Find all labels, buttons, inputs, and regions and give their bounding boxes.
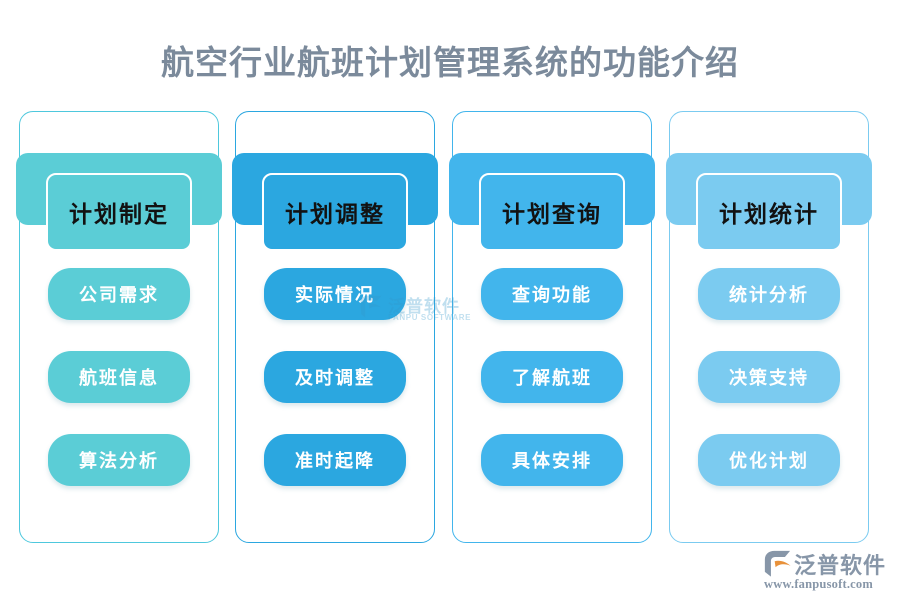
feature-pill-label: 统计分析 (729, 285, 809, 306)
feature-pill[interactable]: 准时起降 (264, 434, 406, 486)
column-header-chip[interactable]: 计划查询 (479, 173, 625, 251)
column-card-frame (235, 111, 435, 543)
feature-columns: 计划制定公司需求航班信息算法分析计划调整实际情况及时调整准时起降计划查询查询功能… (0, 111, 900, 545)
feature-column: 计划统计统计分析决策支持优化计划 (666, 111, 872, 543)
feature-pill-label: 具体安排 (512, 451, 592, 472)
feature-pill-label: 及时调整 (295, 368, 375, 389)
feature-pill[interactable]: 了解航班 (481, 351, 623, 403)
column-card-frame (669, 111, 869, 543)
feature-pill[interactable]: 公司需求 (48, 268, 190, 320)
feature-pill-label: 了解航班 (512, 368, 592, 389)
feature-pill-label: 算法分析 (79, 451, 159, 472)
company-logo: 泛普软件 www.fanpusoft.com (762, 548, 894, 594)
feature-pill[interactable]: 具体安排 (481, 434, 623, 486)
column-header-label: 计划查询 (502, 202, 602, 228)
feature-pill-label: 准时起降 (295, 451, 375, 472)
feature-pill-label: 决策支持 (729, 368, 809, 389)
feature-column: 计划调整实际情况及时调整准时起降 (232, 111, 438, 543)
feature-pill-label: 查询功能 (512, 285, 592, 306)
feature-pill[interactable]: 查询功能 (481, 268, 623, 320)
feature-pill[interactable]: 航班信息 (48, 351, 190, 403)
column-header-chip[interactable]: 计划统计 (696, 173, 842, 251)
fanpu-logo-icon (764, 550, 791, 577)
feature-pill[interactable]: 优化计划 (698, 434, 840, 486)
feature-pill-label: 公司需求 (79, 285, 159, 306)
feature-pill-label: 实际情况 (295, 285, 375, 306)
feature-pill[interactable]: 决策支持 (698, 351, 840, 403)
column-header-label: 计划调整 (285, 202, 385, 228)
column-header-chip[interactable]: 计划制定 (46, 173, 192, 251)
feature-pill[interactable]: 算法分析 (48, 434, 190, 486)
feature-pill[interactable]: 实际情况 (264, 268, 406, 320)
feature-column: 计划制定公司需求航班信息算法分析 (16, 111, 222, 543)
column-card-frame (452, 111, 652, 543)
page-title: 航空行业航班计划管理系统的功能介绍 (161, 43, 739, 82)
feature-pill[interactable]: 统计分析 (698, 268, 840, 320)
feature-pill[interactable]: 及时调整 (264, 351, 406, 403)
column-header-label: 计划统计 (719, 202, 819, 228)
feature-pill-label: 优化计划 (729, 451, 809, 472)
column-card-frame (19, 111, 219, 543)
column-header-chip[interactable]: 计划调整 (262, 173, 408, 251)
feature-column: 计划查询查询功能了解航班具体安排 (449, 111, 655, 543)
logo-url: www.fanpusoft.com (764, 577, 873, 591)
feature-pill-label: 航班信息 (79, 368, 159, 389)
column-header-label: 计划制定 (69, 202, 169, 228)
logo-name-cn: 泛普软件 (794, 554, 887, 579)
